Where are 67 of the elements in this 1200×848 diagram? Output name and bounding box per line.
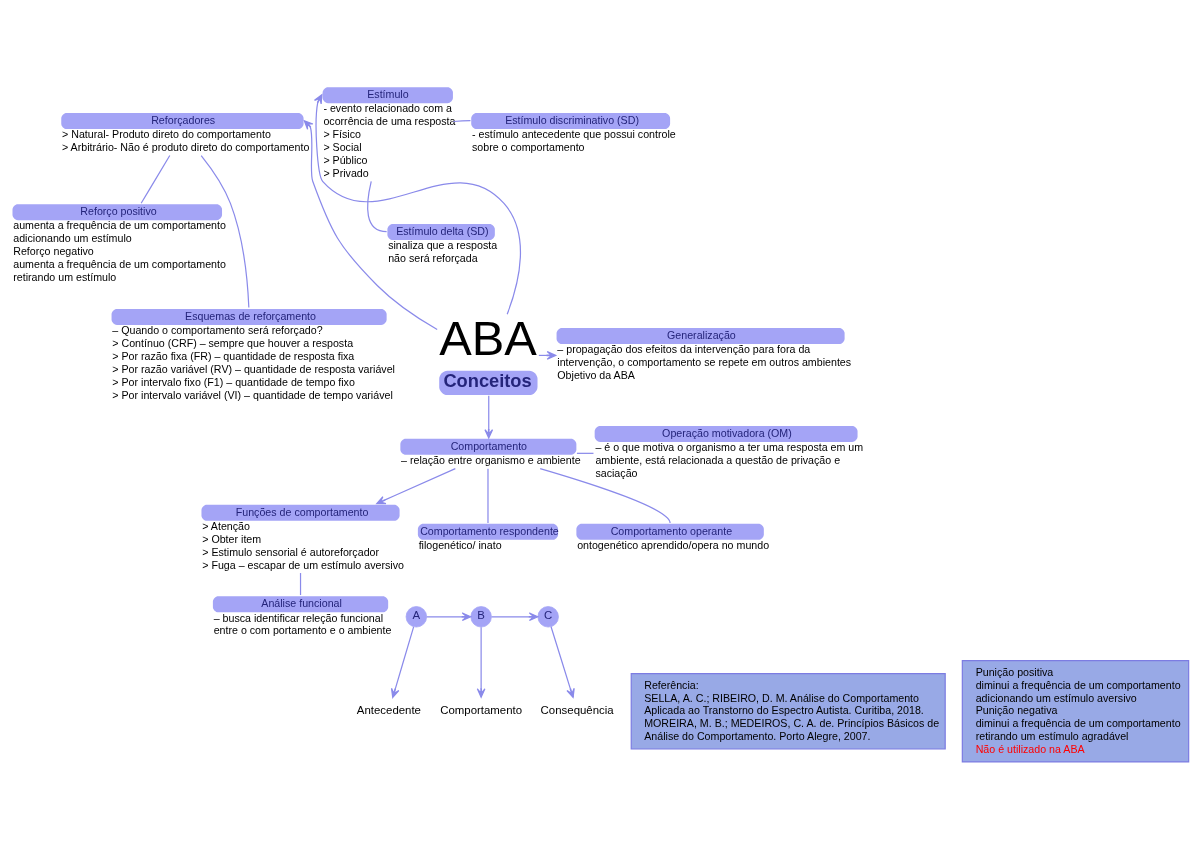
- arrow: [390, 626, 415, 699]
- arrow: [376, 468, 456, 505]
- node-circle: C: [537, 606, 559, 628]
- node-label: > Natural- Produto direto do comportamento: [62, 128, 271, 141]
- connector: [140, 154, 171, 204]
- node-label: > Físico: [323, 128, 361, 141]
- node-box: Análise funcional: [212, 596, 389, 613]
- node-text: Consequência: [540, 703, 614, 716]
- node-label: – propagação dos efeitos da intervenção para fora da intervenção, o comportamento se repete em outros ambientes: [557, 343, 852, 369]
- node-box: Generalização: [556, 328, 845, 344]
- arrow: [313, 94, 521, 315]
- arrow: [484, 395, 494, 439]
- node-box: Esquemas de reforçamento: [111, 308, 387, 325]
- node-label: > Atenção: [202, 520, 250, 533]
- node-label: – relação entre organismo e ambiente: [401, 454, 581, 467]
- node-box: Conceitos: [439, 370, 538, 396]
- node-label: - evento relacionado com a ocorrência de uma resposta: [323, 102, 456, 128]
- connector: [200, 154, 250, 309]
- node-label: > Obter item: [202, 533, 262, 546]
- connector: [487, 468, 489, 524]
- node-box: Reforço positivo: [12, 204, 223, 221]
- node-label: > Por intervalo fixo (F1) – quantidade de tempo fixo: [112, 376, 355, 389]
- node-label: - estímulo antecedente que possui controle sobre o comportamento: [471, 128, 676, 154]
- node-label: filogenético/ inato: [418, 539, 502, 552]
- node-box: Estímulo delta (SD): [387, 223, 495, 240]
- node-label: ontogenético aprendido/opera no mundo: [577, 539, 770, 552]
- node-label: > Por intervalo variável (VI) – quantidade de tempo variável: [112, 389, 393, 402]
- node-circle: A: [405, 606, 427, 628]
- node-text: Comportamento: [440, 703, 523, 716]
- arrow: [426, 612, 472, 622]
- node-label: > Social: [323, 141, 362, 154]
- connector: [367, 180, 388, 233]
- node-label: > Privado: [323, 167, 369, 180]
- arrow: [550, 626, 575, 699]
- node-label: aumenta a frequência de um comportamento adicionando um estímulo: [13, 219, 226, 245]
- node-label: > Contínuo (CRF) – sempre que houver a resposta: [112, 337, 354, 350]
- node-label: > Arbitrário- Não é produto direto do comportamento: [62, 141, 310, 154]
- node-box: Estímulo: [322, 87, 453, 104]
- node-label: – busca identificar releção funcional entre o com portamento e o ambiente: [213, 611, 392, 637]
- node-label: > Por razão fixa (FR) – quantidade de resposta fixa: [112, 350, 355, 363]
- node-text: Antecedente: [356, 703, 421, 716]
- node-box: Funções de comportamento: [201, 504, 400, 521]
- node-box: Comportamento: [400, 438, 577, 455]
- connector: [299, 572, 302, 596]
- arrow: [491, 612, 539, 622]
- node-label: Objetivo da ABA: [557, 369, 635, 382]
- node-box: Estímulo discriminativo (SD): [471, 113, 671, 130]
- node-box: Comportamento operante: [576, 523, 764, 540]
- arrow: [303, 120, 438, 331]
- node-label: sinaliza que a resposta não será reforçada: [388, 239, 498, 265]
- node-box: Punição positiva diminui a frequência de um comportamento adicionando um estímulo aversivo Punição negativa diminui a frequência de um comportamento retirando um estímulo agradável Não é utilizado na ABA: [961, 660, 1190, 763]
- node-box: Operação motivadora (OM): [594, 425, 858, 442]
- node-label: aumenta a frequência de um comportamento retirando um estímulo: [13, 258, 226, 284]
- node-label: – é o que motiva o organismo a ter uma resposta em um ambiente, está relacionada a questão de privação e saciação: [595, 441, 864, 480]
- node-label: > Público: [323, 154, 368, 167]
- node-label: > Por razão variável (RV) – quantidade de resposta variável: [112, 363, 395, 376]
- node-box: Reforçadores: [61, 113, 304, 130]
- connector: [539, 468, 671, 524]
- node-label: > Fuga – escapar de um estímulo aversivo: [202, 558, 404, 571]
- node-box: Referência: SELLA, A. C.; RIBEIRO, D. M. Análise do Comportamento Aplicada ao Transtorno do Espectro Autista. Curitiba, 2018. MOREIRA, M. B.; MEDEIROS, C. A. de. Princípios Básicos de Análise do Comportamento. Porto Alegre, 2007.: [630, 672, 946, 750]
- node-label: > Estimulo sensorial é autoreforçador: [202, 545, 380, 558]
- arrow: [476, 626, 486, 698]
- node-label: – Quando o comportamento será reforçado?: [112, 324, 323, 337]
- connector: [452, 120, 472, 123]
- node-circle: B: [470, 606, 492, 628]
- node-label: Reforço negativo: [13, 245, 94, 258]
- node-label: ABA: [439, 310, 537, 365]
